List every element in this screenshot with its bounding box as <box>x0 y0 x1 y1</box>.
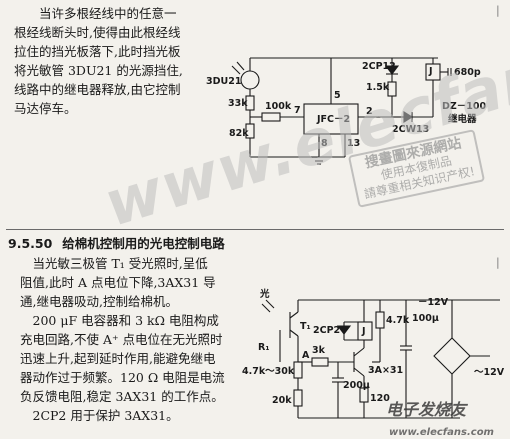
label-light: 光 <box>260 289 270 300</box>
text-line: 当光敏三极管 T₁ 受光照时,呈低 <box>32 256 208 271</box>
label-200u: 200μ <box>343 380 370 391</box>
light-arrow <box>236 61 245 71</box>
text-line: 通,继电器吸动,控制给棉机。 <box>20 294 178 309</box>
text-line: 根经线断头时,使得由此根经线 <box>14 25 181 40</box>
label-neg12-out: ～12V <box>474 367 505 378</box>
resistor-3k <box>311 357 329 367</box>
resistor-adj <box>293 361 303 379</box>
section-number: 9.5.50 <box>8 236 53 251</box>
label-neg12-top: －12V <box>418 297 449 308</box>
text-line: 2CP2 用于保护 3AX31。 <box>32 408 179 423</box>
label-r1: R₁ <box>258 342 270 353</box>
label-2cp2: 2CP2 <box>313 325 341 336</box>
text-line: 马达停车。 <box>14 101 77 116</box>
label-1k5: 1.5k <box>366 82 390 93</box>
label-adj: 4.7k～30k <box>242 366 295 377</box>
section-heading: 9.5.50 给棉机控制用的光电控制电路 <box>8 233 225 252</box>
label-4k7: 4.7k <box>386 315 410 326</box>
text-line: 线路中的继电器释放,由它控制 <box>14 82 181 97</box>
label-pin8: 8 <box>321 138 328 149</box>
margin-mark: | <box>496 256 500 269</box>
zener-2cw13 <box>403 111 414 123</box>
label-pin13: 13 <box>347 138 361 149</box>
section-divider <box>6 229 504 230</box>
light-arrow <box>231 65 241 75</box>
diode-2cp12 <box>384 65 400 75</box>
label-2cw13: 2CW13 <box>392 124 430 135</box>
label-pin2: 2 <box>366 106 373 117</box>
text-line: 将光敏管 3DU21 的光源挡住, <box>14 63 183 78</box>
resistor-4k7 <box>375 311 385 329</box>
label-100k: 100k <box>265 101 292 112</box>
text-line: 200 μF 电容器和 3 kΩ 电阻构成 <box>32 313 219 328</box>
text-line: 迅速上升,起到延时作用,能避免继电 <box>20 351 216 366</box>
label-2cp12: 2CP12 <box>362 61 396 72</box>
text-line: 当许多根经线中的任意一 <box>39 6 177 21</box>
relay-coil-2 <box>357 321 373 341</box>
label-relay-j: J <box>429 66 433 77</box>
resistor-20k <box>293 389 303 407</box>
paragraph-wire-break: 当许多根经线中的任意一 根经线断头时,使得由此根经线 拉住的挡光板落下,此时挡光… <box>14 4 183 118</box>
label-82k: 82k <box>229 128 249 139</box>
diode-2cp2 <box>336 325 352 335</box>
label-node-a: A <box>302 350 310 361</box>
light-arrow <box>261 303 271 313</box>
label-dz100: DZ－100 <box>442 101 487 112</box>
margin-mark: | <box>496 4 500 17</box>
paragraph-cotton-feeder: 当光敏三极管 T₁ 受光照时,呈低 阻值,此时 A 点电位下降,3AX31 导 … <box>20 254 225 425</box>
label-pin7: 7 <box>294 105 301 116</box>
label-33k: 33k <box>228 98 248 109</box>
bridge-rectifier <box>433 337 471 375</box>
light-arrow <box>265 299 275 309</box>
text-line: 负反馈电阻,稳定 3AX31 的工作点。 <box>20 389 224 404</box>
label-680p: 680p <box>454 67 481 78</box>
label-100u: 100μ <box>412 313 439 324</box>
label-pin5: 5 <box>334 90 341 101</box>
section-title: 给棉机控制用的光电控制电路 <box>62 236 225 251</box>
label-ic: JFC－2 <box>317 114 351 125</box>
label-relay-j2: J <box>362 326 366 337</box>
label-3k: 3k <box>312 345 325 356</box>
label-t1: T₁ <box>300 321 311 332</box>
label-20k: 20k <box>272 395 292 406</box>
text-line: 器动作过于频繁。120 Ω 电阻是电流 <box>20 370 225 385</box>
text-line: 充电回路,不使 A⁺ 点电位在无光照时 <box>20 332 223 347</box>
label-120: 120 <box>370 393 390 404</box>
label-relay-name: 继电器 <box>448 114 477 125</box>
label-3ax31: 3A×31 <box>368 365 404 376</box>
text-line: 拉住的挡光板落下,此时挡光板 <box>14 44 181 59</box>
label-3du21: 3DU21 <box>206 76 242 87</box>
text-line: 阻值,此时 A 点电位下降,3AX31 导 <box>20 275 216 290</box>
